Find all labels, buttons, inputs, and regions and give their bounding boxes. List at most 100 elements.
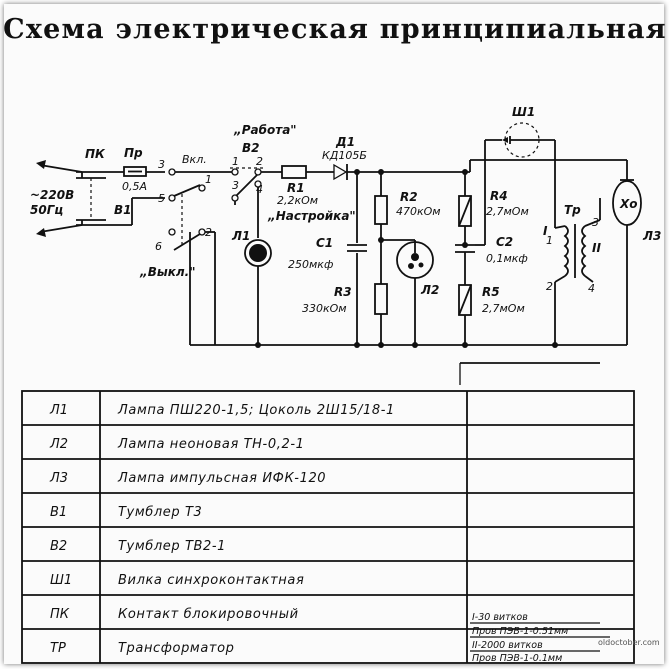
d1-label: Д1 bbox=[335, 135, 355, 149]
v2-pin-4: 4 bbox=[256, 183, 263, 196]
table-row: В1 Тумблер Т3 bbox=[50, 505, 202, 520]
tr-note-3: II-2000 витков bbox=[472, 640, 543, 651]
table-row: Л3 Лампа импульсная ИФК-120 bbox=[49, 471, 326, 486]
tr-note-1: I-30 витков bbox=[472, 612, 528, 623]
flash-tube-l3: Хо Л3 bbox=[469, 159, 661, 345]
v1-pin-6: 6 bbox=[155, 240, 162, 253]
tr-pin-4: 4 bbox=[588, 282, 595, 295]
page-title: Схема электрическая принципиальная bbox=[3, 14, 667, 45]
pr-value: 0,5А bbox=[122, 180, 147, 193]
resistor-r4: R4 2,7мОм bbox=[458, 172, 529, 244]
rabota-label: „Работа" bbox=[233, 123, 297, 137]
vykl-label: „Выкл." bbox=[139, 265, 195, 279]
table-row: Ш1 Вилка синхроконтактная bbox=[50, 573, 304, 588]
pk-label: ПК bbox=[85, 147, 106, 161]
bus-junctions bbox=[255, 169, 558, 348]
tr-note-2: Пров ПЭВ-1-0.51мм bbox=[472, 626, 568, 637]
c1-value: 250мкф bbox=[288, 258, 333, 271]
v2-pin-2: 2 bbox=[256, 155, 263, 168]
xo-label: Хо bbox=[619, 197, 638, 211]
table-row: В2 Тумблер ТВ2-1 bbox=[50, 539, 226, 554]
row-designator: Ш1 bbox=[50, 573, 72, 588]
diode-d1: Д1 КД105Б bbox=[322, 135, 470, 181]
vkl-label: Вкл. bbox=[182, 153, 207, 166]
nastroyka-label: „Настройка" bbox=[267, 209, 356, 223]
switch-v1: 3 5 1 6 2 Вкл. „Выкл." bbox=[139, 153, 212, 279]
resistor-r1: R1 2,2кОм „Настройка" bbox=[267, 165, 356, 223]
capacitor-c2: С2 0,1мкф bbox=[455, 235, 528, 285]
v1-label: В1 bbox=[114, 203, 132, 217]
row-name: Тумблер ТВ2-1 bbox=[118, 539, 226, 554]
row-name: Лампа ПШ220-1,5; Цоколь 2Ш15/18-1 bbox=[117, 403, 395, 418]
r2-label: R2 bbox=[400, 190, 418, 204]
row-designator: Л3 bbox=[49, 471, 68, 486]
r3-label: R3 bbox=[334, 285, 352, 299]
r3-value: 330кОм bbox=[302, 302, 347, 315]
resistor-r5: R5 2,7мОм bbox=[458, 284, 525, 345]
row-designator: ПК bbox=[50, 607, 70, 622]
row-designator: Л2 bbox=[49, 437, 68, 452]
mains-frequency-label: 50Гц bbox=[30, 203, 63, 217]
lamp-l1: Л1 bbox=[231, 229, 272, 345]
watermark: oldoctober.com bbox=[598, 638, 660, 647]
row-designator: В2 bbox=[50, 539, 67, 554]
pr-label: Пр bbox=[124, 146, 143, 160]
tr-pin-3: 3 bbox=[592, 216, 599, 229]
neon-lamp-l2: Л2 bbox=[396, 240, 439, 345]
c2-value: 0,1мкф bbox=[486, 252, 528, 265]
row-name: Контакт блокировочный bbox=[118, 607, 299, 622]
r5-value: 2,7мОм bbox=[482, 302, 525, 315]
row-name: Лампа импульсная ИФК-120 bbox=[117, 471, 326, 486]
schematic-sheet bbox=[4, 4, 664, 664]
capacitor-c1: С1 250мкф R3 330кОм bbox=[288, 172, 367, 345]
tr-pin-2: 2 bbox=[546, 280, 553, 293]
interlock-contact-pk: ПК bbox=[76, 147, 106, 226]
l1-label: Л1 bbox=[231, 229, 250, 243]
component-table: Л1 Лампа ПШ220-1,5; Цоколь 2Ш15/18-1 Л2 … bbox=[21, 362, 635, 664]
tr-winding-i: I bbox=[543, 224, 548, 238]
table-row: ТР Трансформатор bbox=[50, 641, 234, 656]
row-name: Трансформатор bbox=[118, 641, 234, 656]
tr-winding-ii: II bbox=[592, 241, 601, 255]
transformer-notes: I-30 витков Пров ПЭВ-1-0.51мм II-2000 ви… bbox=[470, 612, 610, 664]
tr-label: Тр bbox=[564, 203, 581, 217]
r4-value: 2,7мОм bbox=[486, 205, 529, 218]
table-row: ПК Контакт блокировочный bbox=[50, 607, 299, 622]
row-designator: В1 bbox=[50, 505, 67, 520]
tr-note-4: Пров ПЭВ-1-0.1мм bbox=[472, 653, 562, 664]
table-row: Л2 Лампа неоновая ТН-0,2-1 bbox=[49, 437, 304, 452]
row-name: Вилка синхроконтактная bbox=[118, 573, 304, 588]
resistor-r3 bbox=[374, 240, 388, 345]
switch-v2: 1 2 3 4 В2 „Работа" bbox=[230, 123, 297, 202]
v1-pin-1: 1 bbox=[205, 173, 212, 186]
transformer-tr: Тр I II 2 4 3 1 bbox=[543, 198, 601, 345]
resistor-r2: R2 470кОм bbox=[374, 172, 441, 241]
mains-voltage-label: ~220В bbox=[30, 188, 74, 202]
tr-pin-1: 1 bbox=[546, 234, 553, 247]
row-designator: Л1 bbox=[49, 403, 68, 418]
sh1-label: Ш1 bbox=[512, 105, 535, 119]
sync-connector-sh1: Ш1 bbox=[475, 105, 556, 246]
v2-pin-3: 3 bbox=[232, 179, 239, 192]
r1-value: 2,2кОм bbox=[277, 194, 318, 207]
c1-label: С1 bbox=[316, 236, 333, 250]
r2-value: 470кОм bbox=[396, 205, 441, 218]
d1-type: КД105Б bbox=[322, 149, 367, 162]
table-row: Л1 Лампа ПШ220-1,5; Цоколь 2Ш15/18-1 bbox=[49, 403, 395, 418]
v2-label: В2 bbox=[242, 141, 260, 155]
l2-label: Л2 bbox=[420, 283, 439, 297]
v1-pin-5: 5 bbox=[158, 192, 165, 205]
row-name: Тумблер Т3 bbox=[118, 505, 202, 520]
r5-label: R5 bbox=[482, 285, 500, 299]
c2-label: С2 bbox=[496, 235, 513, 249]
l3-label: Л3 bbox=[642, 229, 661, 243]
r1-label: R1 bbox=[287, 181, 305, 195]
row-designator: ТР bbox=[50, 641, 66, 656]
v1-pin-3: 3 bbox=[158, 158, 165, 171]
fuse-pr: Пр 0,5А bbox=[106, 146, 165, 193]
v2-pin-1: 1 bbox=[232, 155, 239, 168]
mains-input: ~220В 50Гц bbox=[30, 160, 83, 237]
row-name: Лампа неоновая ТН-0,2-1 bbox=[117, 437, 304, 452]
r4-label: R4 bbox=[490, 189, 508, 203]
